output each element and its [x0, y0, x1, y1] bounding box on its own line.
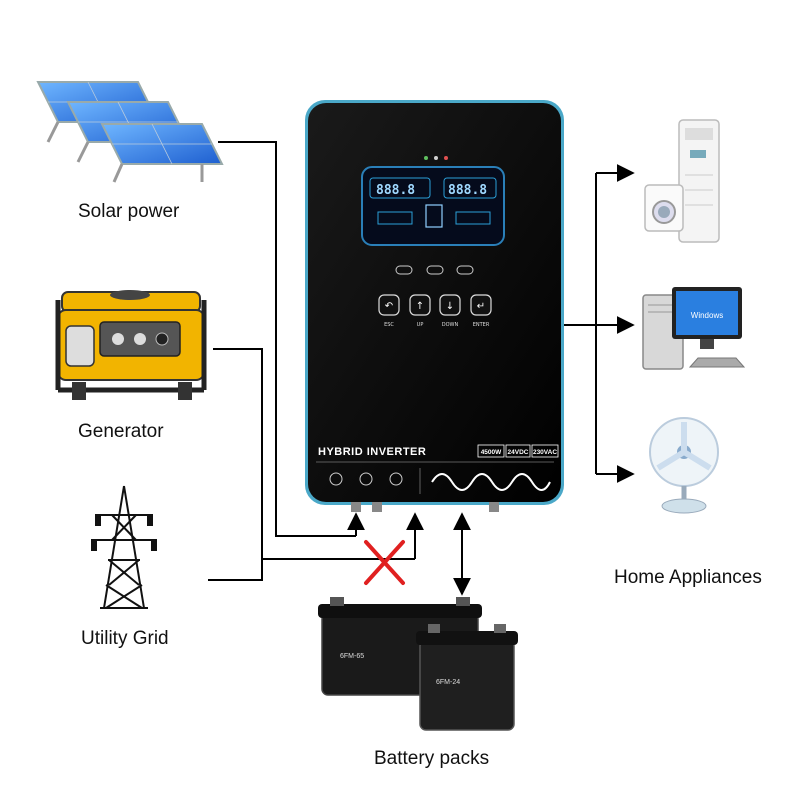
battery-packs-label: Battery packs	[374, 748, 490, 769]
cross-mark-icon	[364, 540, 405, 585]
inverter-button-up[interactable]: ↑ UP	[409, 294, 431, 328]
battery-1-model: 6FM-65	[340, 653, 364, 660]
inverter-button-down[interactable]: ↓ DOWN	[439, 294, 461, 328]
solar-power-label: Solar power	[78, 201, 180, 222]
windows-screen-text: Windows	[691, 311, 723, 320]
grid-connection-line	[208, 559, 263, 581]
svg-text:↵: ↵	[477, 301, 485, 312]
inverter-button-enter[interactable]: ↵ ENTER	[470, 294, 492, 328]
utility-tower-icon	[91, 485, 157, 609]
air-conditioner-icon	[678, 119, 720, 243]
svg-text:↶: ↶	[385, 301, 393, 312]
solar-panel-icon	[36, 81, 224, 183]
svg-text:↑: ↑	[416, 301, 424, 312]
lcd-readout-right: 888.8	[448, 183, 487, 198]
sine-wave-icon	[431, 473, 551, 491]
solar-connection-line	[218, 141, 356, 537]
computer-icon: Windows	[642, 287, 746, 370]
home-appliances-label: Home Appliances	[614, 567, 762, 588]
battery-2-model: 6FM-24	[436, 679, 460, 686]
inverter-title: HYBRID INVERTER	[318, 446, 426, 458]
utility-grid-label: Utility Grid	[81, 628, 169, 649]
electric-fan-icon	[649, 417, 719, 514]
inverter-button-esc[interactable]: ↶ ESC	[378, 294, 400, 328]
hybrid-inverter: 888.8 888.8 ↶ ESC ↑ UP ↓ DOWN ↵	[305, 100, 564, 512]
button-label-down: DOWN	[442, 322, 459, 328]
spec-power: 4500W	[481, 449, 502, 456]
button-label-enter: ENTER	[473, 322, 490, 328]
spec-ac: 230VAC	[533, 449, 557, 456]
spec-dc: 24VDC	[508, 449, 529, 456]
generator-label: Generator	[78, 421, 164, 442]
lcd-display	[361, 166, 505, 246]
connection-lines	[208, 141, 635, 596]
generator-icon	[55, 290, 207, 400]
button-label-esc: ESC	[384, 322, 394, 328]
button-label-up: UP	[417, 322, 424, 328]
generator-connection-line	[213, 348, 415, 560]
lcd-readout-left: 888.8	[376, 183, 415, 198]
washing-machine-icon	[644, 184, 684, 232]
svg-text:↓: ↓	[446, 301, 454, 312]
battery-pack-icon: 6FM-65 6FM-24	[318, 597, 518, 731]
